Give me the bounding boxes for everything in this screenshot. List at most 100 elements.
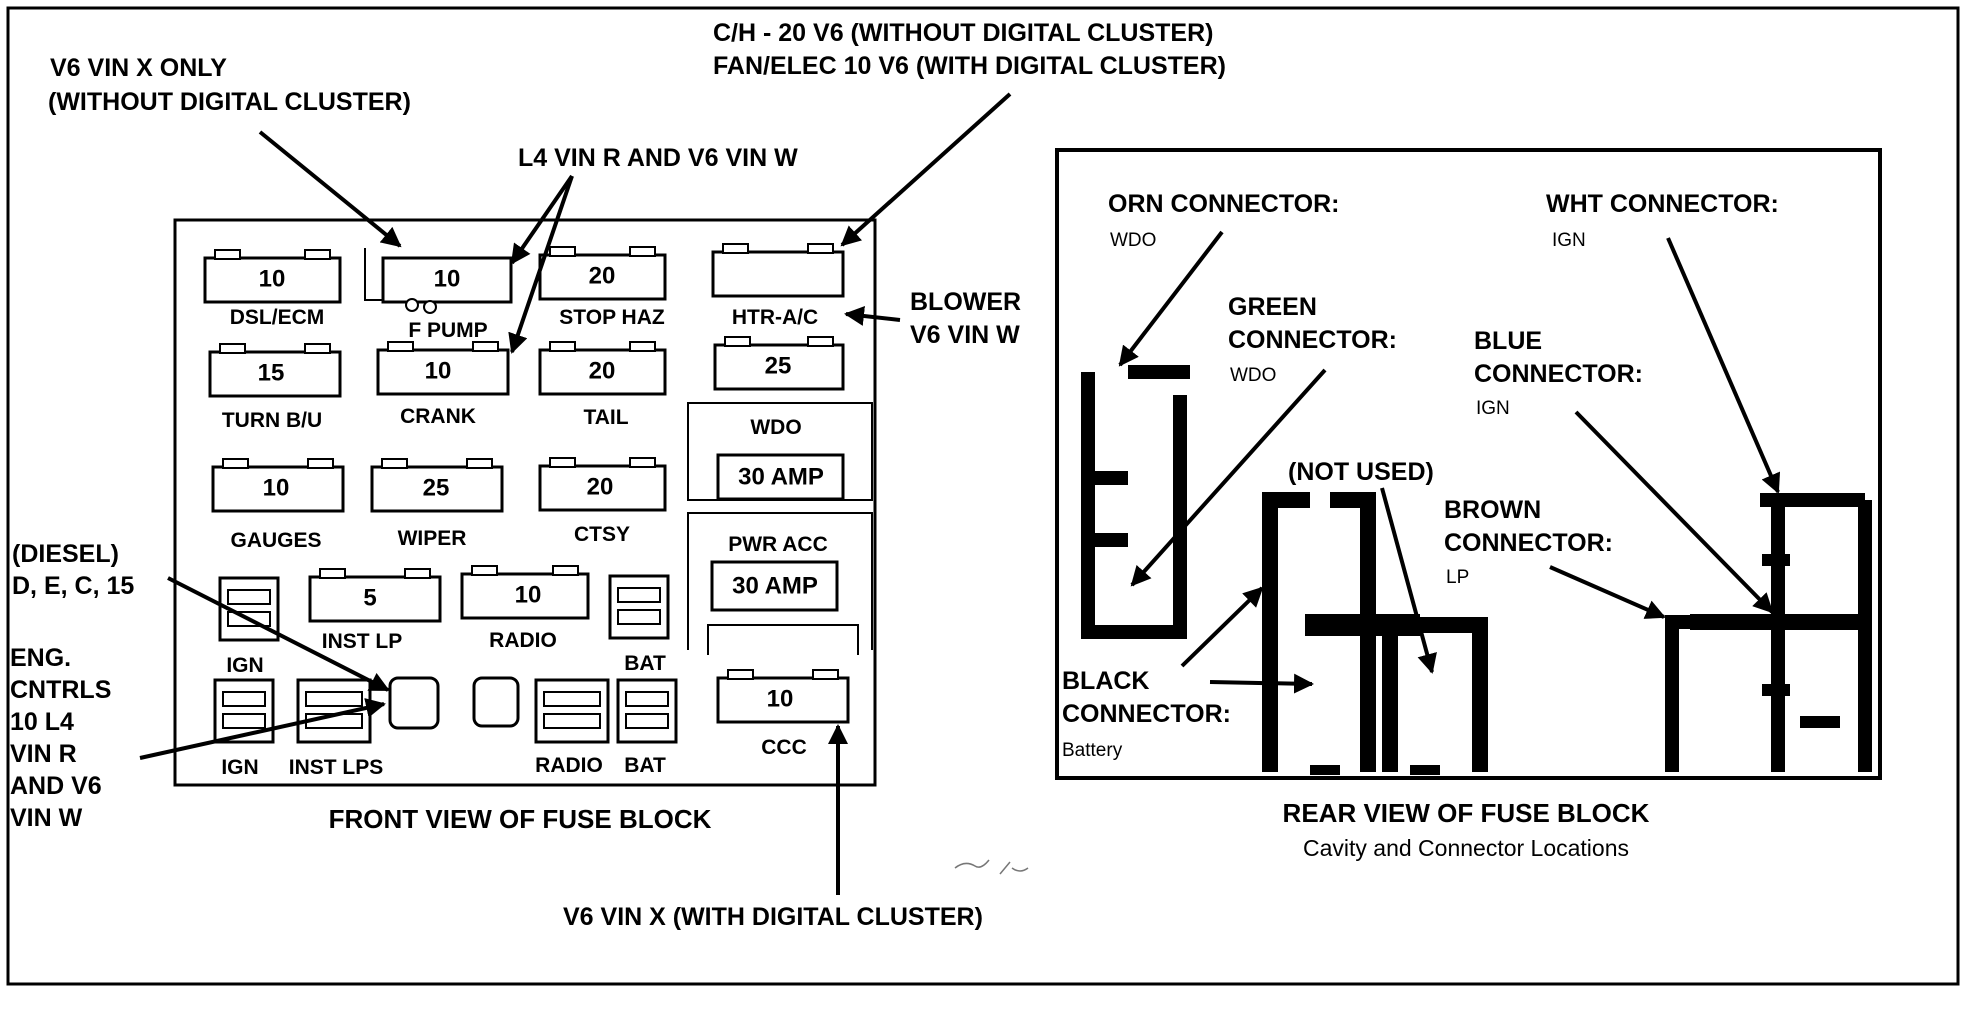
blue-connector-circuit: IGN xyxy=(1476,398,1510,419)
rear-view: ORN CONNECTOR: WDO GREEN CONNECTOR: WDO … xyxy=(1055,148,1882,861)
fuse-wiper: 25 WIPER xyxy=(370,458,504,550)
blue-connector-title-2: CONNECTOR: xyxy=(1474,360,1643,388)
brown-connector-title-1: BROWN xyxy=(1444,496,1541,524)
fuse-label: GAUGES xyxy=(230,529,321,552)
relay-ign-upper: IGN xyxy=(218,576,280,677)
fuse-label: INST LP xyxy=(322,630,403,653)
pwr-acc-section xyxy=(687,512,873,650)
callout-ch-20-v6: C/H - 20 V6 (WITHOUT DIGITAL CLUSTER) xyxy=(713,19,1213,47)
breaker-label: PWR ACC xyxy=(728,533,828,556)
arrow-v6-vin-x-only xyxy=(258,130,402,248)
fuse-value: 10 xyxy=(425,357,452,384)
fuse-label: WIPER xyxy=(398,527,467,550)
fuse-label: STOP HAZ xyxy=(559,306,665,329)
fuse-value: 15 xyxy=(258,359,285,386)
front-view-caption: FRONT VIEW OF FUSE BLOCK xyxy=(329,804,712,834)
breaker-30amp-pwr-acc: 30 AMP xyxy=(710,560,839,612)
black-connector-circuit: Battery xyxy=(1062,740,1123,761)
eng-cntrls-cavity xyxy=(388,676,440,730)
callout-eng-5: AND V6 xyxy=(10,772,102,800)
arrow-l4-crank xyxy=(508,175,574,354)
callout-v6-vin-x-digital: V6 VIN X (WITH DIGITAL CLUSTER) xyxy=(563,903,983,931)
arrow-eng-cntrls xyxy=(139,698,386,760)
relay-label: BAT xyxy=(624,754,666,777)
arrow-black-1 xyxy=(1180,586,1264,668)
callout-l4-vin-r: L4 VIN R AND V6 VIN W xyxy=(518,144,798,172)
fuse-value: 20 xyxy=(589,262,616,289)
rear-view-subcaption: Cavity and Connector Locations xyxy=(1303,835,1629,861)
rear-view-caption: REAR VIEW OF FUSE BLOCK xyxy=(1283,798,1650,828)
fuse-value: 25 xyxy=(423,474,450,501)
fuse-ccc: 10 CCC xyxy=(716,669,850,759)
fuse-label: CRANK xyxy=(400,405,476,428)
front-view: 10 DSL/ECM 10 F PUMP 20 STOP HAZ HTR-A/C xyxy=(173,218,877,834)
fuse-radio: 10 RADIO xyxy=(460,565,590,652)
fuse-value: 10 xyxy=(434,265,461,292)
callout-diesel-2: D, E, C, 15 xyxy=(12,572,134,600)
callout-diesel-1: (DIESEL) xyxy=(12,540,119,568)
arrow-orn xyxy=(1118,230,1224,367)
pencil-mark xyxy=(954,859,1029,875)
arrow-diesel xyxy=(167,576,390,692)
brown-connector-shape xyxy=(1665,615,1712,772)
fuse-stop-haz: 20 STOP HAZ xyxy=(538,246,667,329)
fuse-gauges: 10 GAUGES xyxy=(211,458,345,552)
green-connector-title-2: CONNECTOR: xyxy=(1228,326,1397,354)
relay-ign-lower: IGN xyxy=(213,678,275,779)
arrow-wht xyxy=(1666,237,1781,494)
relay-bat-lower: BAT xyxy=(616,678,678,777)
fuse-ctsy: 20 CTSY xyxy=(538,457,667,546)
fuse-crank: 10 CRANK xyxy=(376,341,510,428)
relay-radio: RADIO xyxy=(534,678,610,777)
brown-connector-title-2: CONNECTOR: xyxy=(1444,529,1613,557)
breaker-value: 30 AMP xyxy=(732,572,818,599)
fuse-dsl-ecm: 10 DSL/ECM xyxy=(203,249,342,329)
wht-connector-circuit: IGN xyxy=(1552,230,1586,251)
arrow-l4-fpump xyxy=(510,174,574,265)
outer-frame xyxy=(6,6,1960,986)
callout-eng-1: ENG. xyxy=(10,644,71,672)
callout-v6-vin-w: V6 VIN W xyxy=(910,321,1020,349)
front-callouts: V6 VIN X ONLY (WITHOUT DIGITAL CLUSTER) … xyxy=(10,19,1226,931)
callout-eng-4: VIN R xyxy=(10,740,77,768)
fuse-value: 20 xyxy=(589,357,616,384)
callout-eng-3: 10 L4 xyxy=(10,708,74,736)
green-connector-title-1: GREEN xyxy=(1228,293,1317,321)
not-used-label: (NOT USED) xyxy=(1288,458,1434,486)
fuse-htr-ac: HTR-A/C xyxy=(711,243,845,329)
arrow-green xyxy=(1130,368,1327,587)
arrow-brown xyxy=(1549,565,1666,619)
brown-connector-circuit: LP xyxy=(1446,567,1469,588)
callout-blower: BLOWER xyxy=(910,288,1021,316)
orn-connector-title: ORN CONNECTOR: xyxy=(1108,190,1339,218)
front-block-outline xyxy=(173,218,877,787)
callout-eng-6: VIN W xyxy=(10,804,83,832)
fuse-label: HTR-A/C xyxy=(732,306,818,329)
relay-inst-lps: INST LPS xyxy=(289,678,383,779)
relay-label: IGN xyxy=(221,756,258,779)
arrow-blower xyxy=(844,306,901,326)
arrow-ch-20 xyxy=(840,92,1012,247)
fuse-value: 10 xyxy=(259,265,286,292)
relay-label: BAT xyxy=(624,652,666,675)
fuse-label: F PUMP xyxy=(408,319,487,342)
spare-cavity xyxy=(472,676,520,728)
pwr-acc-base xyxy=(707,624,859,655)
fuse-label: RADIO xyxy=(489,629,557,652)
fuse-value: 20 xyxy=(587,473,614,500)
green-connector-circuit: WDO xyxy=(1230,365,1276,386)
fuse-f-pump: 10 F PUMP xyxy=(364,248,513,342)
callout-v6-vin-x-only: V6 VIN X ONLY xyxy=(50,54,227,82)
callout-fan-elec-10-v6: FAN/ELEC 10 V6 (WITH DIGITAL CLUSTER) xyxy=(713,52,1226,80)
black-connector-shape xyxy=(1262,492,1310,772)
breaker-30amp-wdo: 30 AMP xyxy=(716,453,845,501)
fuse-value: 25 xyxy=(765,352,792,379)
fuse-label: TAIL xyxy=(583,406,628,429)
arrow-blue xyxy=(1574,410,1774,614)
fuse-tail: 20 TAIL xyxy=(538,341,667,429)
relay-label: RADIO xyxy=(535,754,603,777)
fuse-label: WDO xyxy=(750,416,801,439)
fuse-value: 5 xyxy=(363,584,376,611)
